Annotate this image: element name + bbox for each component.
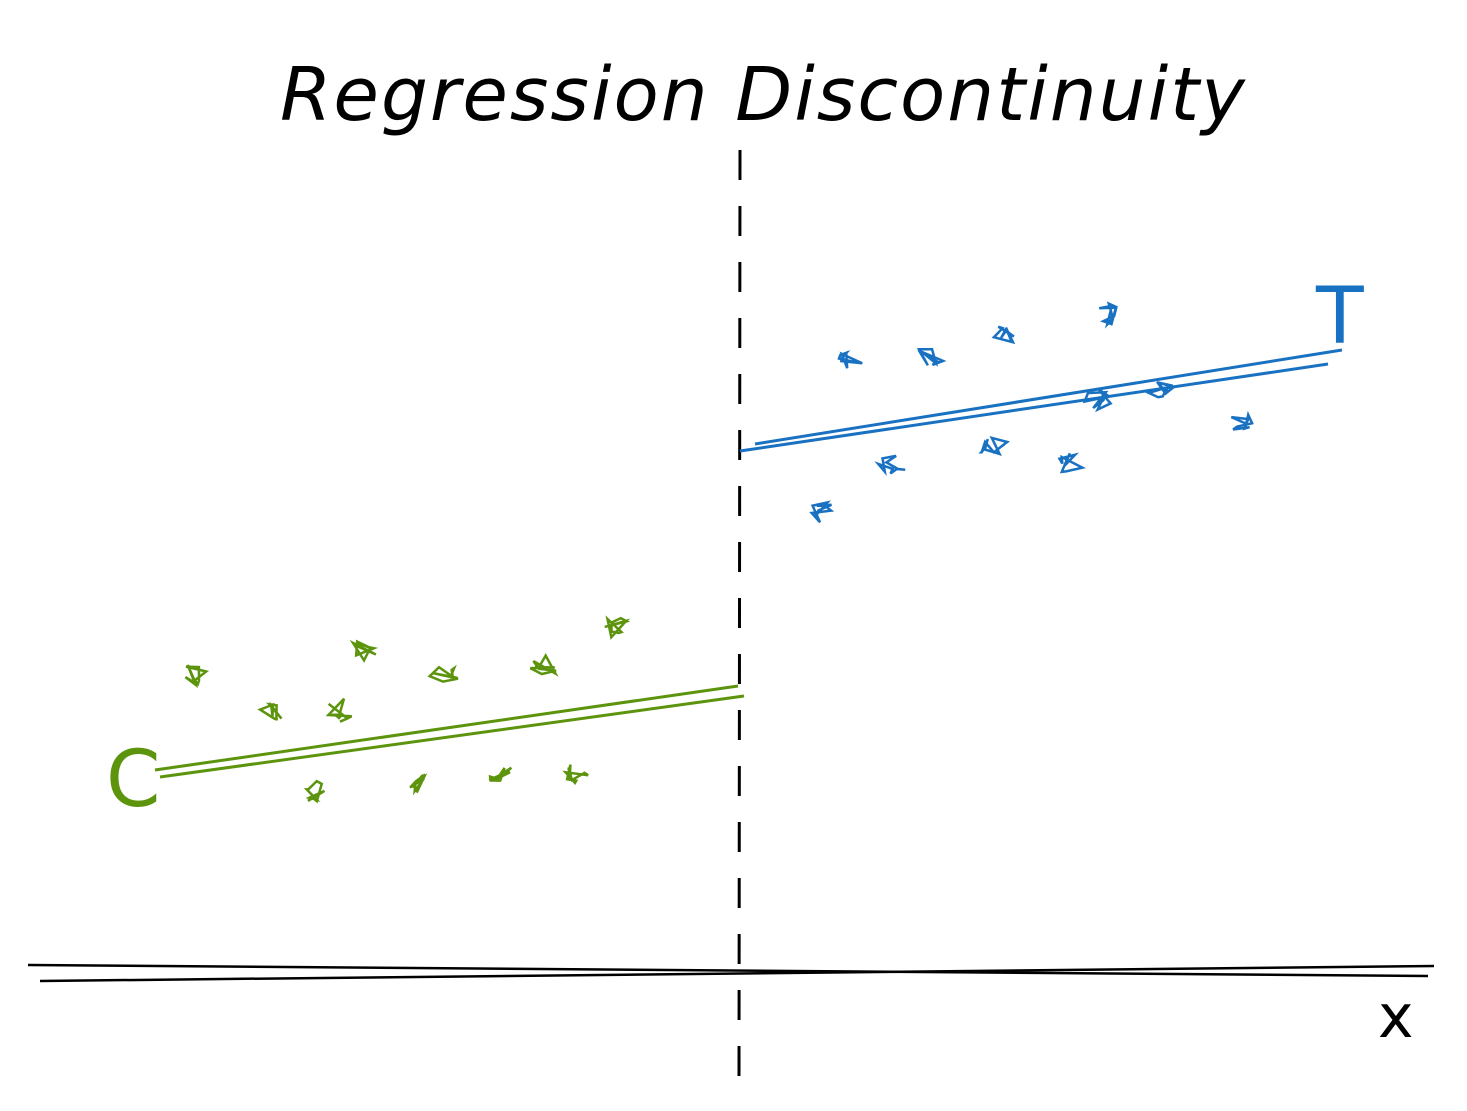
data-point: [978, 436, 1010, 457]
data-point: [349, 639, 379, 663]
data-point: [1145, 380, 1177, 399]
data-point: [257, 701, 283, 721]
x-axis-label: x: [1378, 982, 1414, 1052]
data-point: [991, 325, 1016, 345]
data-point: [1098, 301, 1118, 329]
data-point: [1230, 410, 1254, 431]
cutoff-line: [737, 149, 742, 1081]
data-point: [184, 664, 210, 689]
control-regression-line: [154, 684, 745, 779]
data-point: [409, 772, 428, 796]
data-point: [874, 454, 906, 477]
data-point: [488, 766, 513, 782]
data-point: [809, 500, 835, 524]
data-point: [916, 348, 947, 367]
data-point: [529, 653, 559, 677]
data-point: [562, 764, 589, 786]
treatment-points: [809, 301, 1254, 524]
x-axis: [27, 963, 1435, 983]
data-point: [427, 664, 459, 683]
treatment-regression-line: [739, 348, 1343, 453]
data-point: [303, 779, 326, 804]
treatment-label: T: [1316, 272, 1364, 362]
data-point: [1082, 388, 1113, 413]
data-point: [604, 615, 631, 640]
data-point: [1057, 452, 1087, 474]
data-point: [837, 350, 863, 369]
data-point: [325, 697, 353, 723]
control-points: [184, 615, 631, 804]
diagram-title: Regression Discontinuity: [280, 52, 1247, 138]
control-label: C: [106, 735, 161, 825]
